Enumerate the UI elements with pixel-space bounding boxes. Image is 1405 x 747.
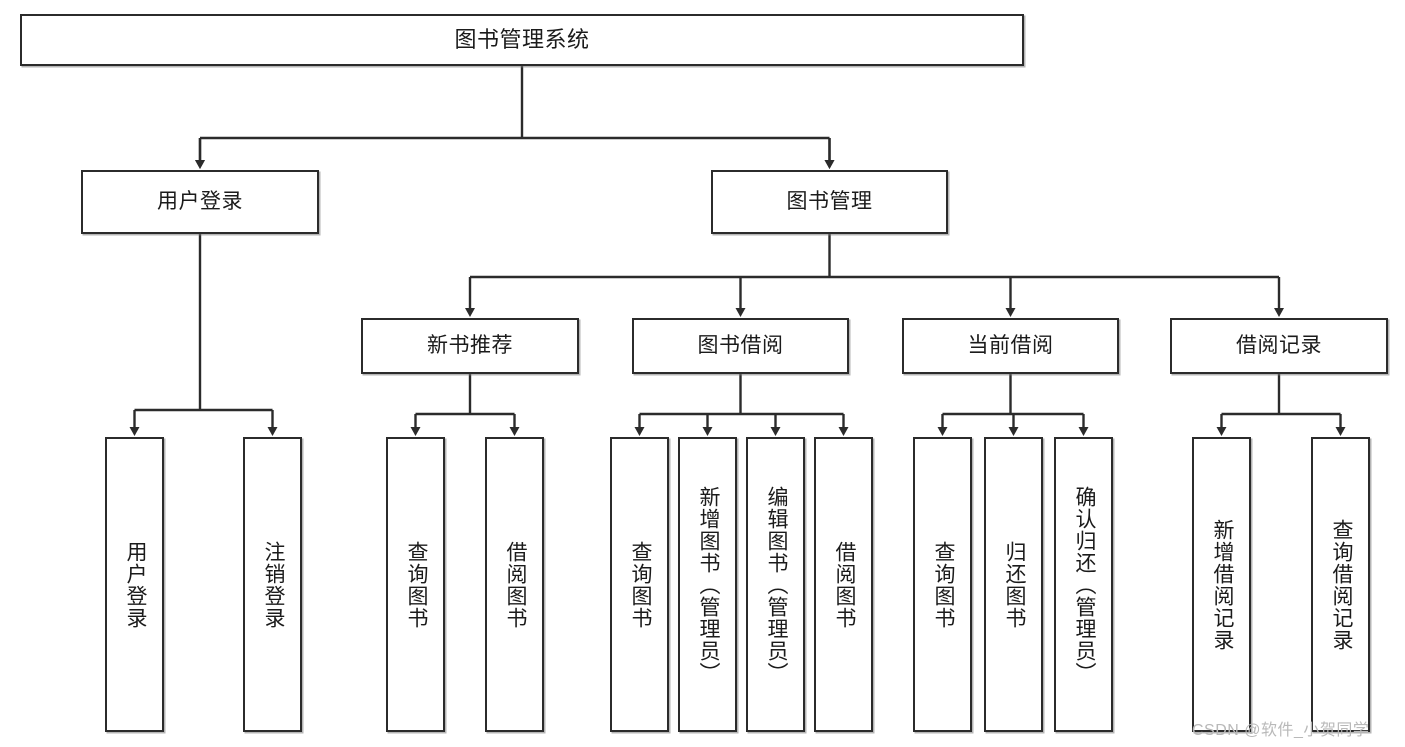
node-book-borrow-label: 图书借阅 (697, 333, 784, 357)
node-leaf-return-book[interactable]: 归还图书 (984, 437, 1043, 732)
node-leaf-add-book-label: 新增图书（管理员） (696, 485, 720, 684)
node-leaf-query-book-rec[interactable]: 查询图书 (386, 437, 445, 732)
node-root[interactable]: 图书管理系统 (20, 14, 1024, 66)
node-leaf-add-record-label: 新增借阅记录 (1210, 518, 1234, 651)
node-leaf-query-record[interactable]: 查询借阅记录 (1311, 437, 1370, 732)
node-current-borrow-label: 当前借阅 (967, 333, 1054, 357)
node-user-login[interactable]: 用户登录 (81, 170, 319, 234)
node-book-borrow[interactable]: 图书借阅 (632, 318, 849, 374)
node-leaf-confirm-return-label: 确认归还（管理员） (1072, 485, 1096, 684)
node-root-label: 图书管理系统 (454, 27, 590, 53)
csdn-watermark: CSDN @软件_小贺同学 (1192, 722, 1370, 739)
node-leaf-query-book-rec-label: 查询图书 (404, 540, 428, 629)
node-leaf-edit-book-label: 编辑图书（管理员） (764, 485, 788, 684)
node-book-manage[interactable]: 图书管理 (711, 170, 948, 234)
node-leaf-logout[interactable]: 注销登录 (243, 437, 302, 732)
node-leaf-add-record[interactable]: 新增借阅记录 (1192, 437, 1251, 732)
node-borrow-record-label: 借阅记录 (1236, 333, 1322, 357)
node-leaf-borrow-book[interactable]: 借阅图书 (814, 437, 873, 732)
node-new-book-rec-label: 新书推荐 (427, 333, 513, 357)
node-leaf-borrow-book-label: 借阅图书 (832, 540, 856, 629)
node-leaf-query-book-label: 查询图书 (628, 540, 652, 629)
node-borrow-record[interactable]: 借阅记录 (1170, 318, 1388, 374)
node-new-book-rec[interactable]: 新书推荐 (361, 318, 579, 374)
node-leaf-logout-label: 注销登录 (261, 540, 285, 629)
node-leaf-borrow-book-rec-label: 借阅图书 (503, 540, 527, 629)
node-user-login-label: 用户登录 (157, 189, 243, 213)
node-leaf-query-book[interactable]: 查询图书 (610, 437, 669, 732)
node-leaf-borrow-book-rec[interactable]: 借阅图书 (485, 437, 544, 732)
node-leaf-add-book[interactable]: 新增图书（管理员） (678, 437, 737, 732)
node-leaf-user-login[interactable]: 用户登录 (105, 437, 164, 732)
node-leaf-query-book-cur-label: 查询图书 (931, 540, 955, 629)
node-current-borrow[interactable]: 当前借阅 (902, 318, 1119, 374)
node-book-manage-label: 图书管理 (786, 189, 873, 213)
node-leaf-user-login-label: 用户登录 (123, 540, 147, 629)
node-leaf-edit-book[interactable]: 编辑图书（管理员） (746, 437, 805, 732)
node-leaf-confirm-return[interactable]: 确认归还（管理员） (1054, 437, 1113, 732)
node-leaf-query-book-cur[interactable]: 查询图书 (913, 437, 972, 732)
node-leaf-return-book-label: 归还图书 (1002, 540, 1026, 629)
node-leaf-query-record-label: 查询借阅记录 (1329, 518, 1353, 651)
